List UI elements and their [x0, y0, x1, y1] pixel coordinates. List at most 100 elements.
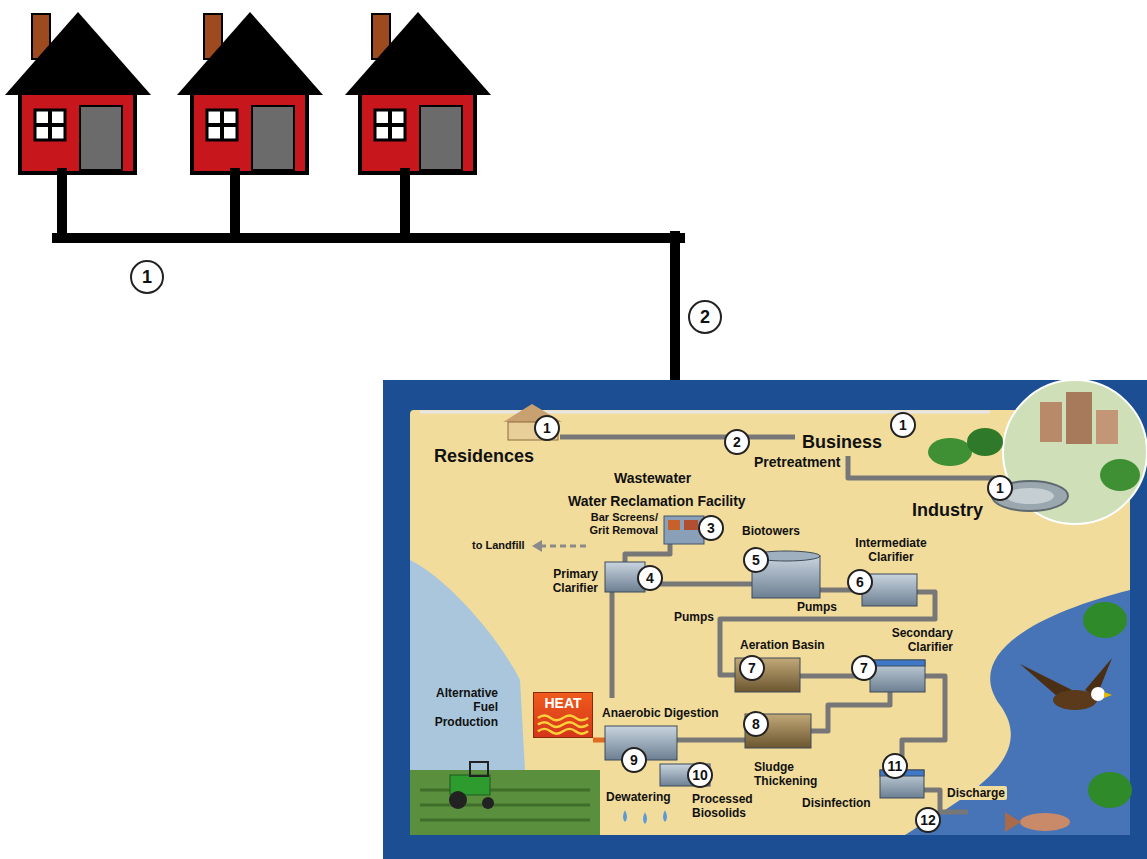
city-and-trees: [1088, 772, 1132, 808]
pipes: [811, 692, 890, 731]
water-drops: [623, 810, 667, 824]
city-and-trees: [1040, 402, 1062, 442]
callout-number: 6: [847, 569, 873, 595]
callout-number: 9: [621, 747, 647, 773]
house: [375, 110, 405, 140]
landfill-arrow: [532, 540, 542, 552]
house: [345, 12, 491, 173]
text-label: Business: [800, 432, 884, 454]
callout-number: 4: [637, 565, 663, 591]
callout-number: 1: [130, 260, 164, 294]
tractor: [449, 791, 467, 809]
callout-number: 5: [743, 547, 769, 573]
eagle: [1104, 692, 1112, 698]
text-label: Pretreatment: [752, 454, 842, 471]
plant-panel: [410, 770, 600, 835]
residence-house: [503, 404, 562, 440]
callout-number: 11: [882, 753, 908, 779]
heat-wave: [538, 722, 588, 727]
house: [207, 110, 237, 140]
callout-number: 1: [987, 475, 1013, 501]
water-drops: [623, 810, 627, 822]
tanks: [870, 660, 925, 692]
text-label: Bar Screens/ Grit Removal: [586, 511, 660, 537]
house: [5, 12, 151, 173]
callout-number: 1: [890, 412, 916, 438]
callout-number: 2: [688, 300, 722, 334]
house: [252, 106, 294, 170]
house: [80, 106, 122, 170]
pipes: [560, 437, 995, 812]
pipes: [560, 435, 795, 440]
callout-number: 8: [743, 711, 769, 737]
fish: [1005, 812, 1021, 832]
house: [192, 93, 307, 173]
text-label: Biotowers: [740, 524, 802, 538]
text-label: Pumps: [795, 600, 839, 614]
eagle: [1053, 690, 1097, 710]
plant-panel: [383, 380, 1147, 859]
pipes: [593, 738, 605, 743]
text-label: to Landfill: [470, 539, 527, 552]
text-label: Dewatering: [604, 790, 673, 804]
text-label: Water Reclamation Facility: [566, 493, 748, 510]
fish: [1005, 812, 1070, 832]
water-drops: [643, 812, 647, 824]
bar-screen: [684, 520, 698, 530]
text-label: Anaerobic Digestion: [600, 706, 721, 720]
landfill-arrow: [540, 545, 588, 548]
heat-wave: [538, 729, 588, 734]
bar-screen: [668, 520, 680, 530]
tractor: [449, 762, 494, 809]
text-label: Residences: [432, 446, 536, 468]
city-and-trees: [1100, 459, 1140, 491]
house: [5, 12, 151, 95]
water-drops: [663, 810, 667, 822]
text-label: Secondary Clarifier: [880, 626, 955, 655]
node-text: HEAT: [534, 693, 592, 711]
callout-number: 1: [534, 415, 560, 441]
text-label: Intermediate Clarifier: [848, 536, 934, 565]
house: [375, 110, 405, 140]
city-and-trees: [1066, 392, 1092, 444]
text-label: Alternative Fuel Production: [425, 686, 500, 729]
fish: [1020, 813, 1070, 831]
text-label: Sludge Thickening: [752, 760, 821, 789]
city-and-trees: [1083, 602, 1127, 638]
house: [20, 93, 135, 173]
eagle: [1020, 658, 1112, 710]
city-and-trees: [1003, 380, 1147, 524]
callout-number: 7: [851, 655, 877, 681]
pipes: [677, 738, 745, 743]
house: [360, 93, 475, 173]
sewer-pipe: [57, 173, 680, 405]
tractor: [470, 762, 488, 776]
tanks: [870, 660, 925, 666]
pipes: [848, 456, 995, 478]
callout-number: 2: [724, 429, 750, 455]
house: [345, 12, 491, 95]
callout-number: 12: [915, 807, 941, 833]
pipes: [610, 592, 615, 698]
house: [177, 12, 323, 173]
house: [177, 12, 323, 95]
house: [5, 12, 491, 173]
text-label: Aeration Basin: [738, 638, 827, 652]
text-label: Wastewater: [612, 470, 693, 487]
city-and-trees: [967, 428, 1003, 456]
city-and-trees: [1006, 488, 1054, 504]
text-label: Discharge: [945, 786, 1007, 800]
text-label: Disinfection: [800, 796, 873, 810]
tractor: [482, 797, 494, 809]
plant-panel: [420, 790, 590, 820]
city-and-trees: [1096, 410, 1118, 444]
text-label: Processed Biosolids: [690, 792, 760, 821]
text-label: Primary Clarifier: [540, 567, 600, 596]
pipes: [625, 544, 670, 562]
callout-number: 10: [687, 762, 713, 788]
heat-box: HEAT: [533, 692, 593, 738]
house: [420, 106, 462, 170]
heat-wave: [538, 715, 588, 720]
callout-number: 7: [739, 655, 765, 681]
